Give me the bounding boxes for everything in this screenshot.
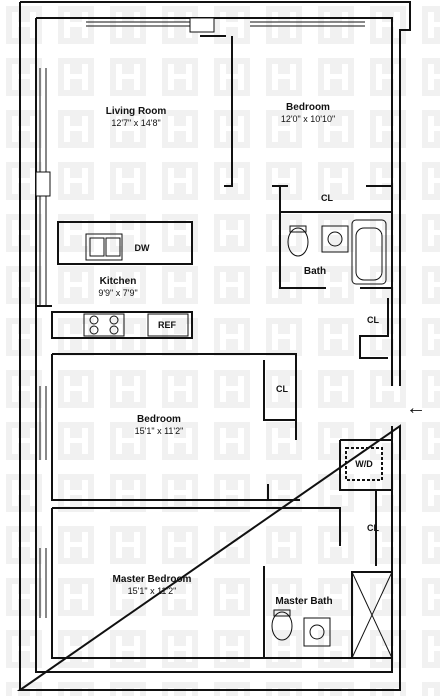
refrigerator-box: [147, 313, 189, 337]
dishwasher-label: DW: [134, 243, 150, 253]
kitchen-sink: [85, 233, 123, 261]
living-room-name: Living Room: [105, 106, 167, 117]
kitchen-fixtures: [83, 233, 189, 337]
inner-wall: [36, 17, 393, 386]
toilet: [287, 227, 309, 257]
outer-wall-lower: [16, 424, 401, 691]
entry-arrow-icon: ←: [406, 397, 426, 419]
master-bath-name: Master Bath: [275, 596, 333, 607]
windows: [35, 17, 365, 618]
closet-label-mid: CL: [276, 384, 288, 394]
master-bedroom-dims: 15'1" x 11'2": [127, 586, 177, 596]
bedroom-top-name: Bedroom: [286, 102, 330, 113]
outer-wall: [20, 1, 411, 386]
stove: [83, 313, 125, 337]
master-sink: [303, 617, 331, 647]
washer-dryer-label: W/D: [355, 459, 373, 469]
bathtub: [351, 219, 387, 285]
bedroom-mid-dims: 15'1" x 11'2": [134, 426, 184, 436]
partitions: [36, 35, 393, 659]
walls: [16, 1, 411, 691]
master-toilet: [271, 611, 293, 641]
kitchen-dims: 9'9" x 7'9": [98, 288, 138, 298]
kitchen-name: Kitchen: [99, 276, 137, 287]
living-room-dims: 12'7" x 14'8": [111, 118, 161, 128]
inner-wall-lower: [35, 18, 393, 673]
closet-label-top: CL: [321, 193, 333, 203]
closet-label-lower: CL: [367, 523, 379, 533]
master-bedroom-name: Master Bedroom: [112, 574, 192, 585]
bedroom-mid-name: Bedroom: [137, 414, 181, 425]
bedroom-top-dims: 12'0" x 10'10": [280, 114, 336, 124]
bath-sink: [321, 225, 349, 253]
bath-fixtures: [271, 219, 387, 647]
bath-name: Bath: [303, 266, 327, 277]
closet-label-right: CL: [367, 315, 379, 325]
refrigerator-label: REF: [158, 320, 176, 330]
